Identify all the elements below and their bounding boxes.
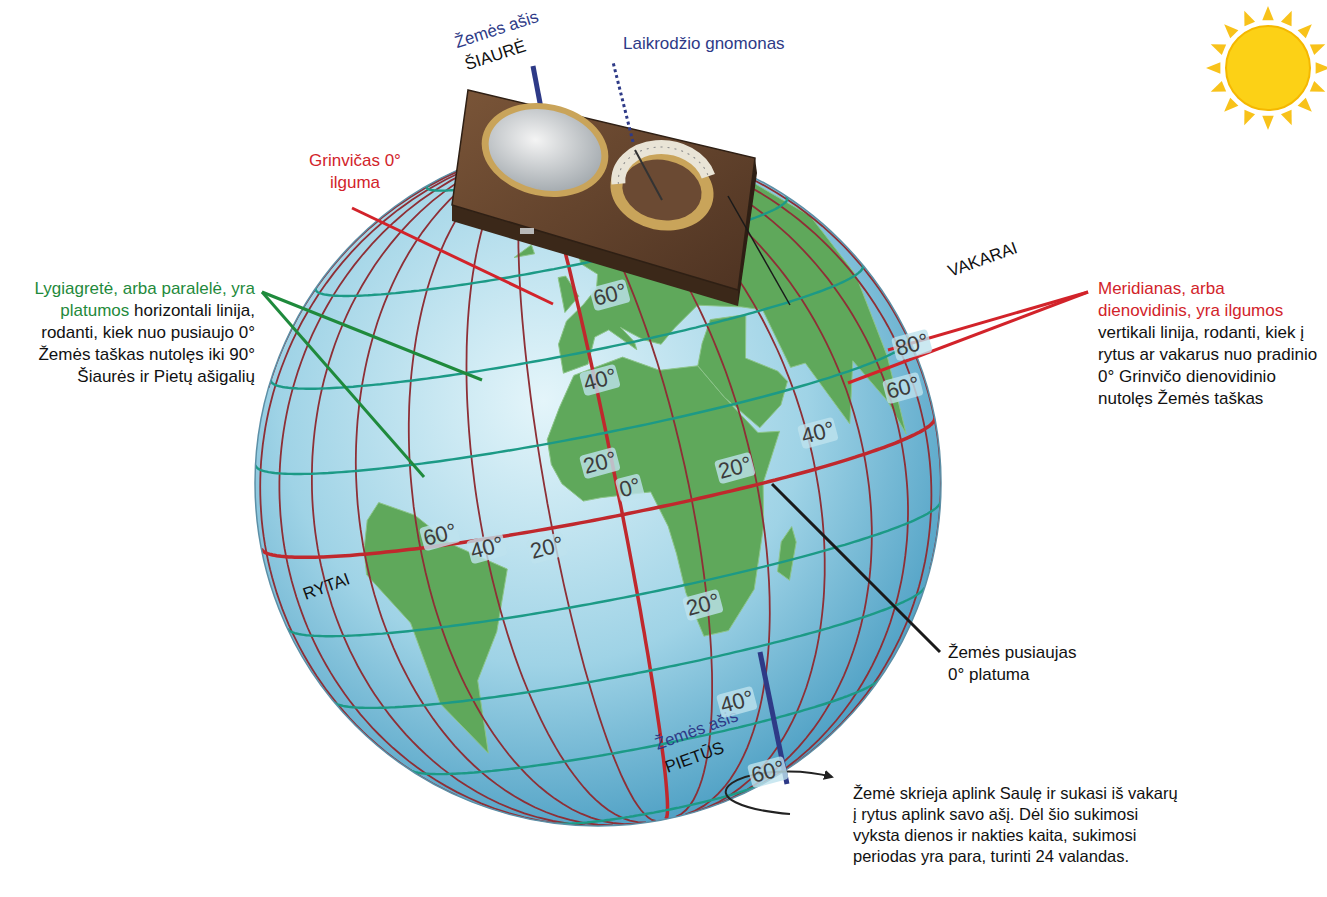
meridian-label: Grinvičas 0° ilguma <box>295 150 415 194</box>
leader-line <box>262 292 424 477</box>
sun-ray <box>1316 62 1327 73</box>
degree-label: 0° <box>615 473 645 503</box>
meridian-callout: Meridianas, arba dienovidinis, yra ilgum… <box>1098 278 1322 410</box>
leader-line <box>848 292 1088 383</box>
callout-body: vertikali linija, rodanti, kiek į rytus … <box>1098 323 1317 408</box>
sun-ray <box>1206 62 1220 73</box>
sun-ray <box>1298 98 1312 112</box>
parallel-line <box>256 338 910 474</box>
degree-label: 20° <box>714 452 756 485</box>
parallel-line <box>334 588 924 708</box>
sun-ray <box>1244 11 1255 26</box>
sun-ray <box>1298 24 1312 38</box>
degree-label: 60° <box>419 519 461 552</box>
sun-symbol <box>1206 6 1327 130</box>
degree-label: 40° <box>716 686 758 719</box>
sundial <box>452 90 757 306</box>
sun-ray <box>1244 110 1255 125</box>
degree-label: 80° <box>891 329 933 362</box>
sun-ray <box>1224 98 1238 112</box>
meridian-line <box>279 148 558 824</box>
degree-label: 40° <box>797 417 839 450</box>
sun-ray <box>1224 24 1238 38</box>
sun-disc <box>1226 26 1310 110</box>
parallel-callout: Lygiagretė, arba paralelė, yra platumosh… <box>5 278 255 388</box>
parallel-line <box>271 264 863 388</box>
parallel-line <box>288 502 941 637</box>
sun-ray <box>1310 44 1325 55</box>
callout-heading: Meridianas, arba dienovidinis, yra ilgum… <box>1098 278 1322 322</box>
sun-ray <box>1211 44 1226 55</box>
leader-line <box>352 208 553 304</box>
degree-label: 20° <box>526 532 568 565</box>
sun-ray <box>1281 110 1292 125</box>
sun-ray <box>1310 81 1325 92</box>
continent-shape <box>778 527 797 581</box>
sun-ray <box>1281 11 1292 26</box>
degree-label: 60° <box>589 279 631 312</box>
gnomon-label: Laikrodžio gnomonas <box>623 33 785 55</box>
degree-label: 20° <box>579 447 621 480</box>
continent-shape <box>514 245 534 258</box>
degree-label: 20° <box>682 589 724 622</box>
direction-label: RYTAI <box>300 568 353 605</box>
shadow-line <box>728 196 790 305</box>
direction-label: VAKARAI <box>945 237 1021 282</box>
gnomon-line <box>613 62 633 142</box>
degree-label: 40° <box>579 364 621 397</box>
degree-label: 60° <box>882 372 924 405</box>
degree-label: 40° <box>466 532 508 565</box>
parallel-line <box>411 679 879 774</box>
rotation-note: Žemė skrieja aplink Saulę ir sukasi iš v… <box>853 783 1183 867</box>
leader-line <box>262 292 482 380</box>
leader-line <box>772 484 940 652</box>
sun-ray <box>1211 81 1226 92</box>
degree-label: 60° <box>747 756 789 789</box>
sun-ray <box>1262 6 1273 20</box>
equator-label: Žemės pusiaujas 0° platuma <box>948 642 1088 686</box>
parallel-line <box>556 783 764 824</box>
sun-ray <box>1262 116 1273 130</box>
